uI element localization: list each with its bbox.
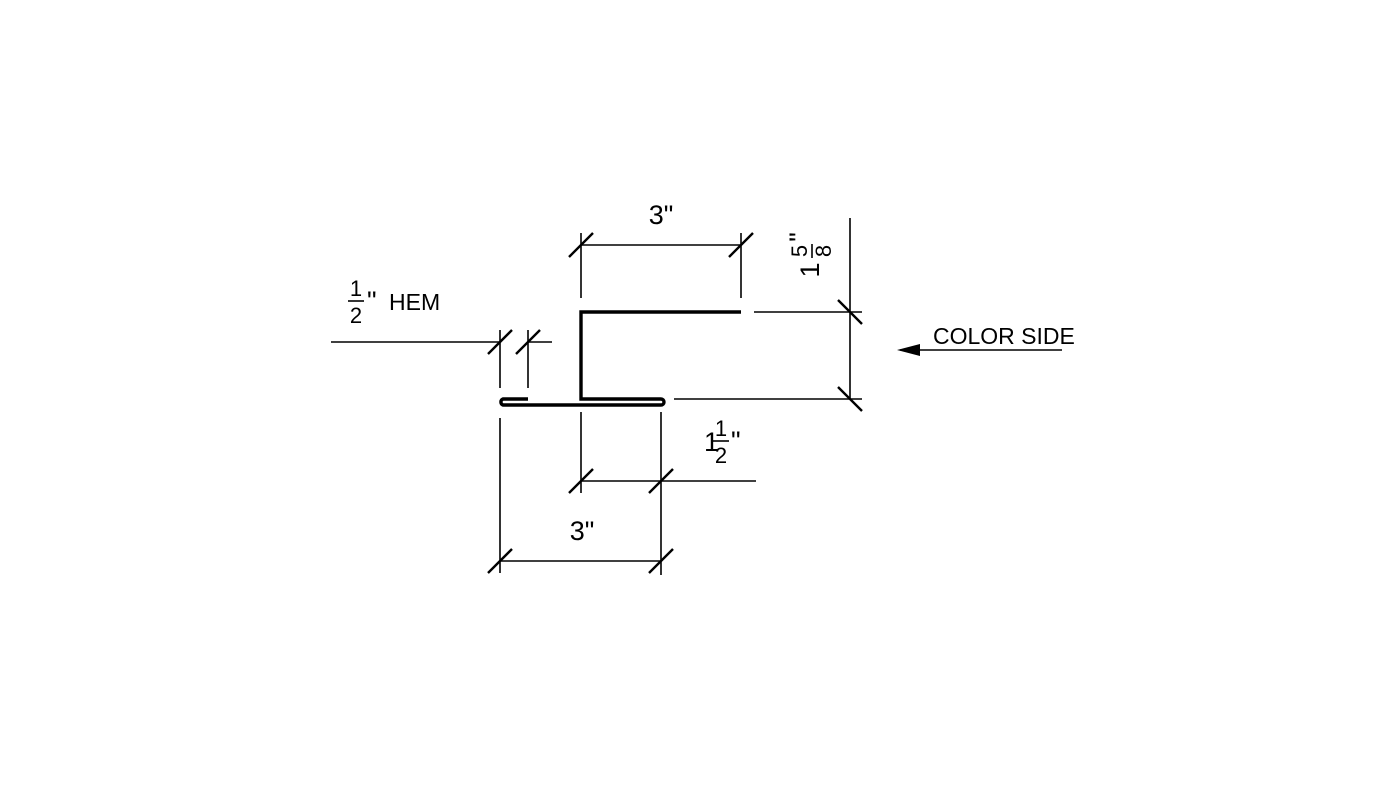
dimension-hem: 1 2 " HEM — [331, 276, 552, 388]
trim-profile — [499, 310, 741, 407]
flange-denominator: 2 — [715, 443, 727, 468]
hem-label: 1 2 " HEM — [348, 276, 440, 328]
hem-text: HEM — [389, 289, 440, 315]
flange-numerator: 1 — [715, 416, 727, 441]
hem-denominator: 2 — [350, 303, 362, 328]
color-side-label: COLOR SIDE — [933, 323, 1075, 349]
flange-whole: 1 — [704, 427, 719, 457]
tick-mark — [568, 232, 594, 258]
bottom-width-label: 3" — [570, 516, 595, 546]
hem-fold — [499, 397, 581, 407]
flange-width-label: 1 1 2 " — [704, 416, 741, 468]
hem-numerator: 1 — [350, 276, 362, 301]
dimension-bottom-width: 3" — [487, 418, 674, 574]
dimension-depth: 1 5 8 " — [674, 218, 863, 412]
top-width-label: 3" — [649, 200, 674, 230]
flange-inch-mark: " — [731, 426, 741, 456]
bottom-leg — [581, 397, 666, 407]
depth-numerator: 5 — [787, 245, 812, 257]
tick-mark — [837, 299, 863, 325]
depth-label: 1 5 8 " — [784, 232, 836, 277]
tick-mark — [487, 548, 513, 574]
color-side-note: COLOR SIDE — [897, 323, 1075, 356]
dimension-flange-width: 1 1 2 " — [568, 412, 756, 575]
tick-mark — [487, 329, 513, 355]
hem-inch-mark: " — [367, 286, 377, 316]
depth-whole: 1 — [795, 262, 825, 277]
tick-mark — [648, 468, 674, 494]
depth-inch-mark: " — [784, 232, 814, 242]
tick-mark — [568, 468, 594, 494]
tick-mark — [837, 386, 863, 412]
arrow-head-icon — [897, 344, 920, 356]
tick-mark — [728, 232, 754, 258]
tick-mark — [515, 329, 541, 355]
depth-denominator: 8 — [811, 245, 836, 257]
profile-outline — [579, 310, 741, 401]
tick-mark — [648, 548, 674, 574]
dimension-top-width: 3" — [568, 200, 754, 298]
